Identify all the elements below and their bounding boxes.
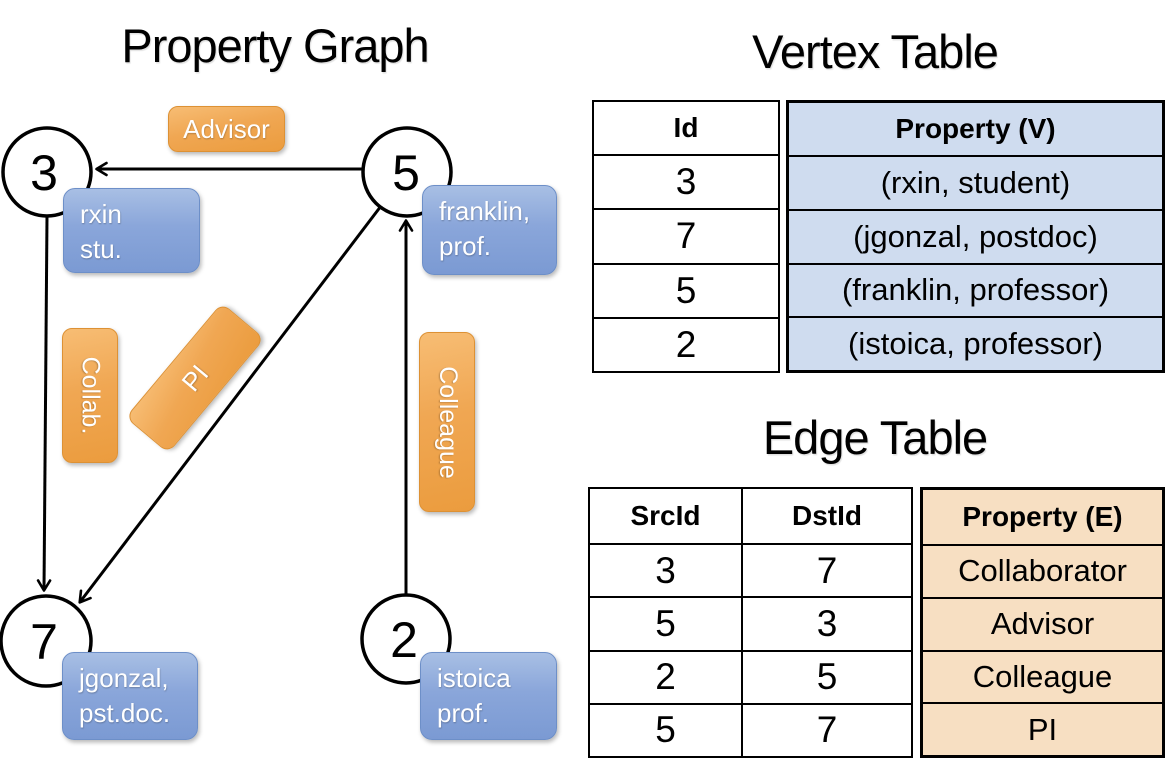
graph-title: Property Graph [121, 19, 429, 72]
edge-table-cell-property: Colleague [923, 649, 1162, 703]
edge-table-cell-src: 5 [590, 596, 741, 649]
node-id-3: 3 [30, 145, 58, 201]
vertex-table-cell-property: (istoica, professor) [789, 316, 1162, 370]
edge-table-cell-dst: 7 [741, 702, 911, 756]
vertex-prop-7: jgonzal, pst.doc. [62, 652, 198, 740]
edge-table-header-property: Property (E) [962, 501, 1123, 532]
edge-table-cell-src: 5 [590, 702, 741, 756]
vertex-table-cell-id: 7 [594, 208, 778, 262]
vertex-table-cell-id: 5 [594, 262, 778, 317]
edge-table-cell-dst: 3 [741, 596, 911, 650]
vertex-table-header-property: Property (V) [895, 113, 1056, 144]
vertex-table-cell-id: 3 [594, 154, 778, 208]
vertex-prop-2: istoica prof. [420, 652, 557, 740]
edge-table-cell-src: 3 [590, 543, 741, 596]
edge-label-advisor: Advisor [168, 106, 285, 152]
node-id-7: 7 [30, 614, 58, 670]
vertex-table-cell-property: (franklin, professor) [789, 262, 1162, 317]
vertex-table-cell-property: (rxin, student) [789, 155, 1162, 209]
edge-table-cell-src: 2 [590, 649, 741, 703]
vertex-table-title: Vertex Table [752, 25, 999, 78]
vertex-table-cell-property: (jgonzal, postdoc) [789, 208, 1162, 263]
edge-table-cell-property: Collaborator [923, 544, 1162, 597]
edge-label-colleague: Colleague [419, 332, 475, 512]
vertex-table-header-id: Id [673, 112, 699, 143]
vertex-table-cell-id: 2 [594, 316, 778, 371]
edge-table-cell-dst: 7 [741, 543, 911, 597]
edge-arrow-3-to-7 [36, 215, 52, 592]
edge-table-cell-dst: 5 [741, 649, 911, 703]
edge-table-title: Edge Table [762, 411, 988, 464]
edge-table-cell-property: Advisor [923, 596, 1162, 650]
node-id-2: 2 [390, 612, 418, 668]
edge-table-cell-property: PI [923, 702, 1162, 755]
edge-arrow-5-to-7 [78, 205, 383, 604]
vertex-prop-3: rxin stu. [63, 188, 200, 273]
node-id-5: 5 [392, 145, 420, 201]
edge-table-property-column: Property (E) Collaborator Advisor Collea… [920, 487, 1165, 758]
vertex-table-property-column: Property (V) (rxin, student) (jgonzal, p… [786, 100, 1165, 373]
edge-table-id-columns: SrcId DstId 3 7 5 3 2 5 5 7 [588, 487, 913, 758]
edge-table-header-dstid: DstId [741, 489, 911, 543]
vertex-prop-5: franklin, prof. [422, 185, 557, 275]
vertex-table-id-column: Id 3 7 5 2 [592, 100, 780, 373]
edge-label-collab: Collab. [62, 328, 118, 463]
edge-table-header-srcid: SrcId [630, 500, 701, 531]
